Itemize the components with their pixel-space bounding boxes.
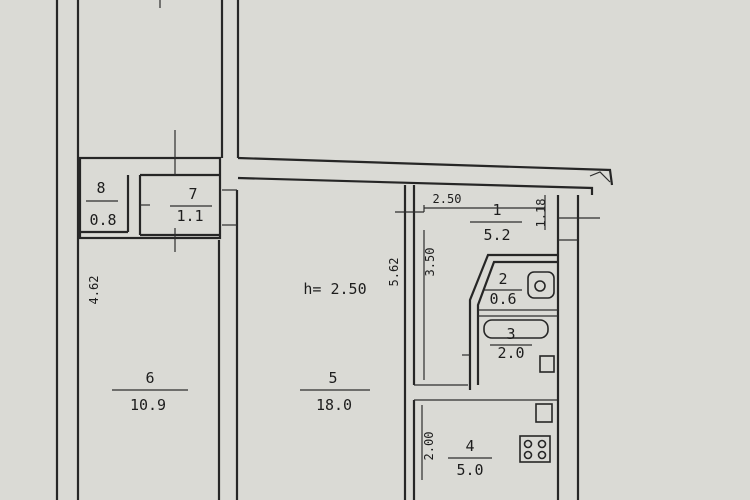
dimension-hall-length: 3.50: [423, 248, 437, 277]
dimension-room5-length: 5.62: [387, 258, 401, 287]
bathroom-partitions: [462, 253, 558, 390]
partition-6-5: [217, 189, 239, 500]
room-3-label: 3 2.0: [490, 325, 532, 362]
stove-icon: [519, 435, 551, 463]
washbasin-icon: [539, 355, 555, 373]
dimension-hall-width: 2.50: [433, 192, 462, 206]
room-5-number: 5: [328, 369, 337, 387]
room-5-label: h= 2.50 5 18.0: [300, 280, 370, 414]
partition-5-hall: [395, 185, 558, 500]
dimension-room6-length: 4.62: [87, 276, 101, 305]
dimension-ticks: [421, 195, 546, 480]
room-6-label: 6 10.9: [112, 369, 188, 414]
upper-corridor-walls: [159, 0, 240, 158]
dimension-kitchen-width: 2.00: [422, 432, 436, 461]
room-4-label: 4 5.0: [448, 437, 492, 479]
room-8-area: 0.8: [89, 211, 116, 229]
room-1-label: 1 5.2: [470, 201, 522, 244]
room-7-label: 7 1.1: [170, 185, 212, 225]
kitchen-sink-icon: [535, 403, 553, 423]
left-exterior-wall: [55, 0, 80, 500]
room-8-label: 8 0.8: [86, 179, 118, 229]
room-6-number: 6: [145, 369, 154, 387]
right-walls: [556, 195, 600, 500]
toilet-icon: [527, 271, 555, 299]
ceiling-height: h= 2.50: [303, 280, 366, 298]
closet-block: [78, 130, 222, 252]
room-2-area: 0.6: [489, 290, 516, 308]
room-4-area: 5.0: [456, 461, 483, 479]
room-1-number: 1: [492, 201, 501, 219]
room-7-number: 7: [188, 185, 197, 203]
room-8-number: 8: [96, 179, 105, 197]
room-4-number: 4: [465, 437, 474, 455]
room-7-area: 1.1: [176, 207, 203, 225]
room-6-area: 10.9: [130, 396, 166, 414]
dimension-hall-side: 1.18: [534, 199, 548, 228]
stair-landing-wall: [237, 156, 614, 195]
room-3-area: 2.0: [497, 344, 524, 362]
room-2-number: 2: [498, 270, 507, 288]
bathtub-icon: [483, 319, 549, 339]
room-1-area: 5.2: [483, 226, 510, 244]
room-2-label: 2 0.6: [484, 270, 522, 308]
room-3-number: 3: [506, 325, 515, 343]
room-5-area: 18.0: [316, 396, 352, 414]
